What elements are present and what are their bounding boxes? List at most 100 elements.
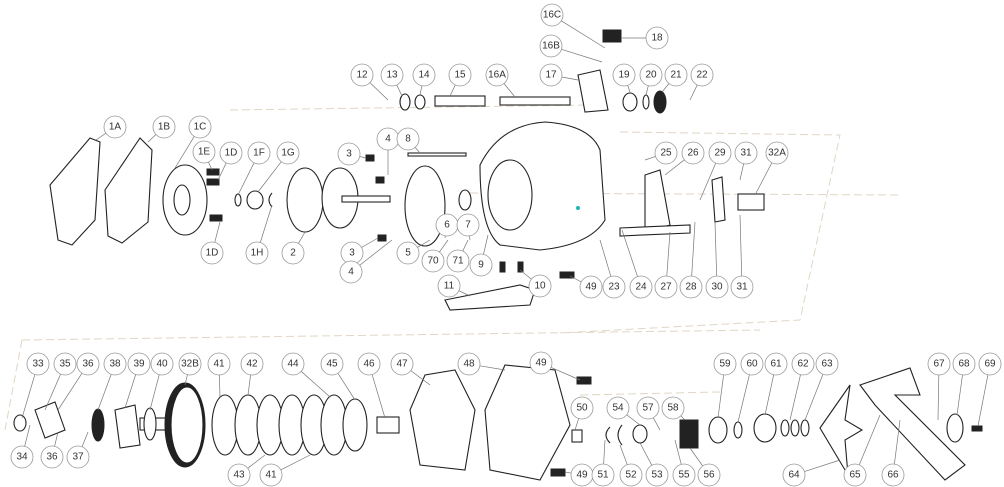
leader-line <box>469 235 471 241</box>
callout-circle <box>53 352 77 376</box>
callout-63: 63 <box>815 352 839 376</box>
callout-circle <box>740 352 764 376</box>
callout-68: 68 <box>952 352 976 376</box>
parts <box>13 29 983 481</box>
callout-9: 9 <box>469 253 493 277</box>
accent-mark <box>576 206 580 210</box>
callout-64: 64 <box>782 463 806 487</box>
callout-text: 1F <box>253 148 265 159</box>
callout-circle <box>281 352 305 376</box>
callout-text: 27 <box>660 282 672 293</box>
leader-line <box>804 459 841 472</box>
callout-28: 28 <box>679 275 703 299</box>
callout-text: 12 <box>356 70 368 81</box>
callout-48: 48 <box>457 352 481 376</box>
washer-62b <box>790 419 800 437</box>
leader-line <box>44 373 61 411</box>
callout-1e: 1E <box>192 140 216 164</box>
callout-circle <box>579 275 603 299</box>
leader-line <box>789 374 801 421</box>
callout-text: 49 <box>535 358 547 369</box>
gear-38 <box>91 408 105 442</box>
leader-line <box>739 214 743 277</box>
callout-31: 31 <box>734 141 758 165</box>
callout-text: 66 <box>887 470 899 481</box>
callout-text: 39 <box>133 359 145 370</box>
callout-67: 67 <box>927 352 951 376</box>
callout-circle <box>881 463 905 487</box>
screw-1e <box>206 168 220 176</box>
callout-circle <box>539 63 563 87</box>
pawl-housing-17 <box>577 69 609 113</box>
leader-line <box>674 439 682 465</box>
callout-text: 16A <box>488 70 506 81</box>
callout-25: 25 <box>654 141 678 165</box>
callout-circle <box>730 275 754 299</box>
callout-22: 22 <box>690 63 714 87</box>
leader-line <box>359 239 393 266</box>
leader-line <box>621 229 638 277</box>
callout-circle <box>103 352 127 376</box>
callout-circle <box>150 352 174 376</box>
clip-1h <box>268 192 273 208</box>
leader-line <box>483 234 489 255</box>
leader-line <box>626 414 641 426</box>
leader-line <box>97 374 112 411</box>
callout-text: 10 <box>534 281 546 292</box>
callout-37: 37 <box>66 445 90 469</box>
callout-text: 31 <box>740 148 752 159</box>
leader-line <box>217 162 227 181</box>
callout-text: 36 <box>46 452 58 463</box>
callout-16c: 16C <box>540 3 564 27</box>
callout-46: 46 <box>357 352 381 376</box>
callout-circle <box>40 445 64 469</box>
callout-text: 55 <box>678 470 690 481</box>
side-plate-1b <box>104 137 153 244</box>
callout-text: 28 <box>685 282 697 293</box>
callout-circle <box>664 63 688 87</box>
leader-line <box>359 156 367 159</box>
callout-17: 17 <box>539 63 563 87</box>
callout-circle <box>734 141 758 165</box>
callout-circle <box>240 352 264 376</box>
star-drag-56 <box>679 419 699 449</box>
callout-circle <box>245 241 269 265</box>
leader-line <box>739 163 744 181</box>
leader-line <box>449 84 456 97</box>
callout-3: 3 <box>337 142 361 166</box>
callout-text: 1D <box>206 248 219 259</box>
leader-line <box>21 374 36 419</box>
callout-circle <box>219 141 243 165</box>
callout-circle <box>320 352 344 376</box>
leader-line <box>147 134 157 143</box>
callout-circle <box>446 249 470 273</box>
callout-circle <box>103 115 127 139</box>
bearing-54 <box>632 424 648 444</box>
callout-59: 59 <box>713 352 737 376</box>
callout-circle <box>539 34 563 58</box>
leader-line <box>714 221 718 277</box>
callout-71: 71 <box>446 249 470 273</box>
callout-1f: 1F <box>247 141 271 165</box>
callout-circle <box>952 352 976 376</box>
callout-text: 4 <box>348 267 354 278</box>
callout-text: 63 <box>821 359 833 370</box>
callout-text: 46 <box>363 359 375 370</box>
callout-text: 21 <box>670 70 682 81</box>
callout-29: 29 <box>708 141 732 165</box>
callout-70: 70 <box>421 249 445 273</box>
callout-19: 19 <box>612 63 636 87</box>
callout-38: 38 <box>103 352 127 376</box>
screw-49 <box>559 271 575 279</box>
callout-8: 8 <box>396 127 420 151</box>
ring-5 <box>404 165 446 247</box>
callout-23: 23 <box>602 275 626 299</box>
callout-circle <box>782 463 806 487</box>
callout-text: 51 <box>597 470 609 481</box>
callout-65: 65 <box>843 463 867 487</box>
callout-circle <box>192 140 216 164</box>
screw-69 <box>971 425 983 432</box>
callout-1c: 1C <box>188 115 212 139</box>
nut-68 <box>946 413 964 443</box>
callout-text: 52 <box>625 470 637 481</box>
